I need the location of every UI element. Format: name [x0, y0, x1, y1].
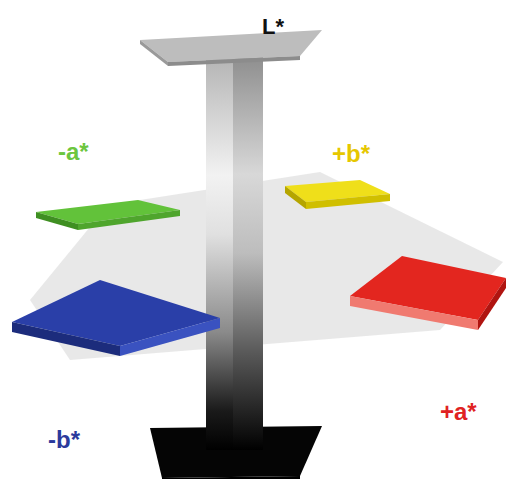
axis-label-blue: -b*: [48, 428, 80, 452]
axis-label-yellow: +b*: [332, 142, 370, 166]
red-tile: [350, 256, 506, 320]
axis-label-green: -a*: [58, 140, 89, 164]
axis-label-red: +a*: [440, 400, 477, 424]
axis-label-lightness: L*: [262, 16, 284, 38]
yellow-tile-edge: [285, 186, 306, 209]
blue-tile-edge: [12, 322, 120, 356]
green-tile-edge: [78, 210, 180, 230]
red-tile-edge: [350, 296, 478, 330]
top-plate-edge: [168, 56, 300, 66]
red-tile-edge: [478, 278, 506, 330]
base-edge: [162, 476, 300, 479]
blue-tile-edge: [120, 318, 220, 356]
lightness-column-side: [233, 56, 263, 450]
green-tile-edge: [36, 212, 78, 230]
yellow-tile-edge: [306, 194, 390, 209]
top-plate-edge-left: [140, 40, 168, 66]
lightness-column-front: [206, 58, 233, 450]
